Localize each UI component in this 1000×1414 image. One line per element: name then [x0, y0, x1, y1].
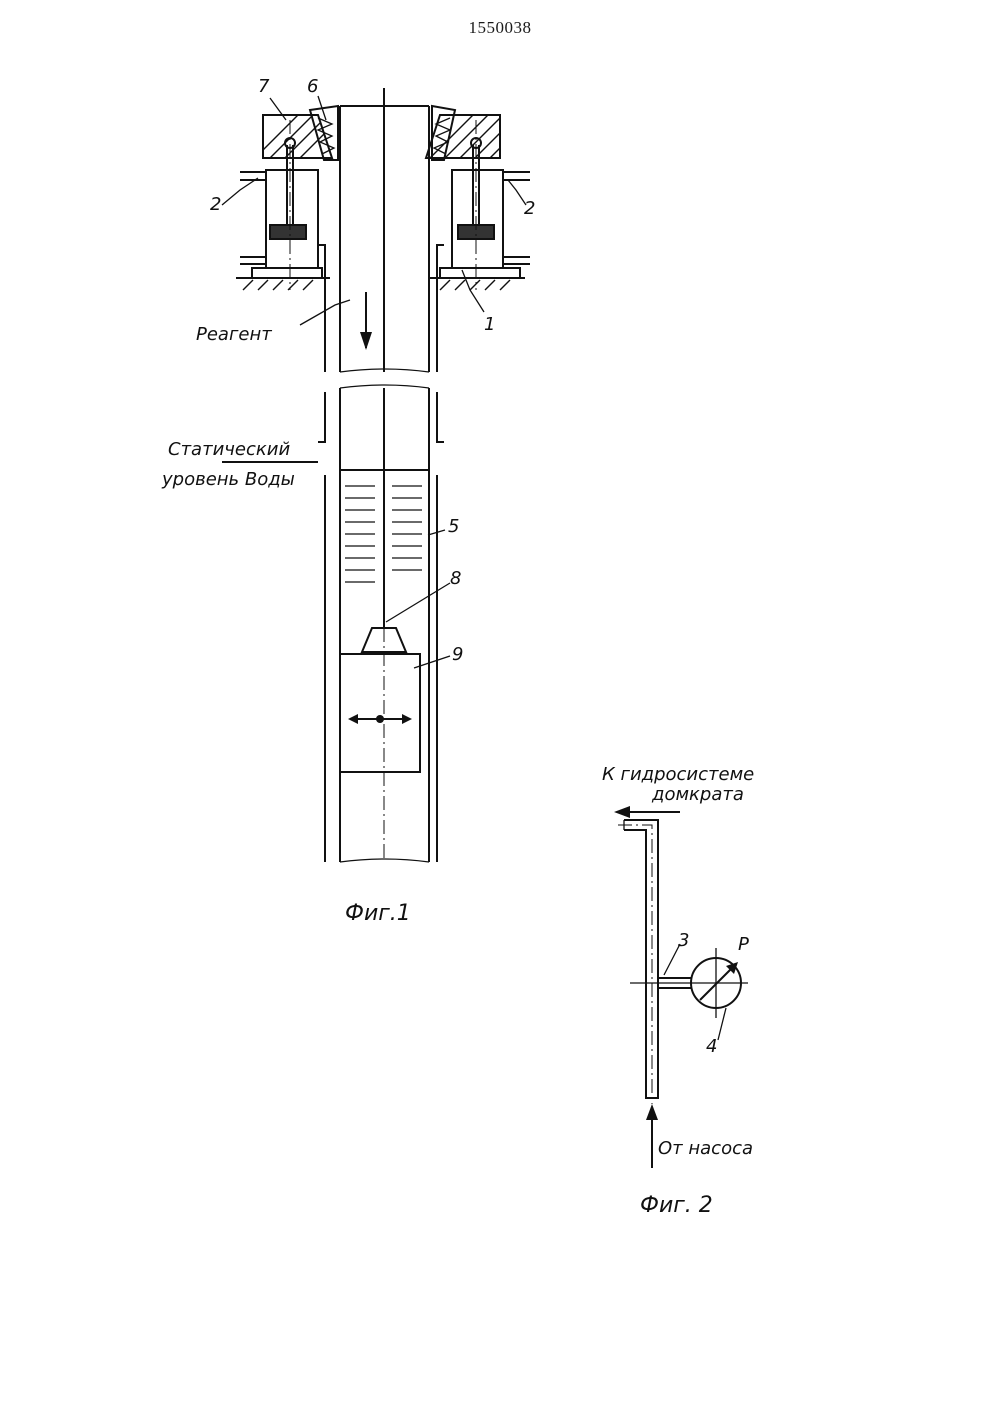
callout-7: 7	[258, 76, 270, 97]
callout-3: 3	[678, 930, 689, 951]
to-jack-label-line2: домкрата	[651, 784, 744, 805]
inlet-arrow	[646, 1104, 658, 1168]
callout-1: 1	[484, 314, 495, 335]
jack-right	[430, 120, 530, 290]
from-pump-label: От насоса	[658, 1138, 753, 1159]
gauge-symbol-p: P	[738, 934, 749, 955]
casing	[318, 245, 444, 862]
callout-8: 8	[450, 568, 461, 589]
callout-2-right: 2	[524, 198, 535, 219]
reagent-flow-arrow	[360, 292, 372, 350]
figure-1: 7 6 2 2 1 Реагент Статический уровень Во…	[161, 76, 535, 926]
callout-2-left: 2	[210, 194, 221, 215]
callout-4: 4	[706, 1036, 717, 1057]
static-level-label-line1: Статический	[168, 439, 290, 460]
figure-1-caption: Фиг.1	[345, 901, 411, 926]
vibrator-unit	[340, 628, 420, 772]
reagent-label: Реагент	[196, 324, 272, 345]
callout-5: 5	[448, 516, 459, 537]
outlet-arrow	[614, 806, 680, 818]
clamp-plate	[255, 115, 533, 158]
figure-2-caption: Фиг. 2	[640, 1193, 713, 1218]
static-level-label-line2: уровень Воды	[161, 469, 295, 490]
callout-6: 6	[307, 76, 318, 97]
figure-2: К гидросистеме домкрата	[602, 764, 754, 1218]
callout-9: 9	[452, 644, 463, 665]
to-jack-label-line1: К гидросистеме	[602, 764, 754, 785]
